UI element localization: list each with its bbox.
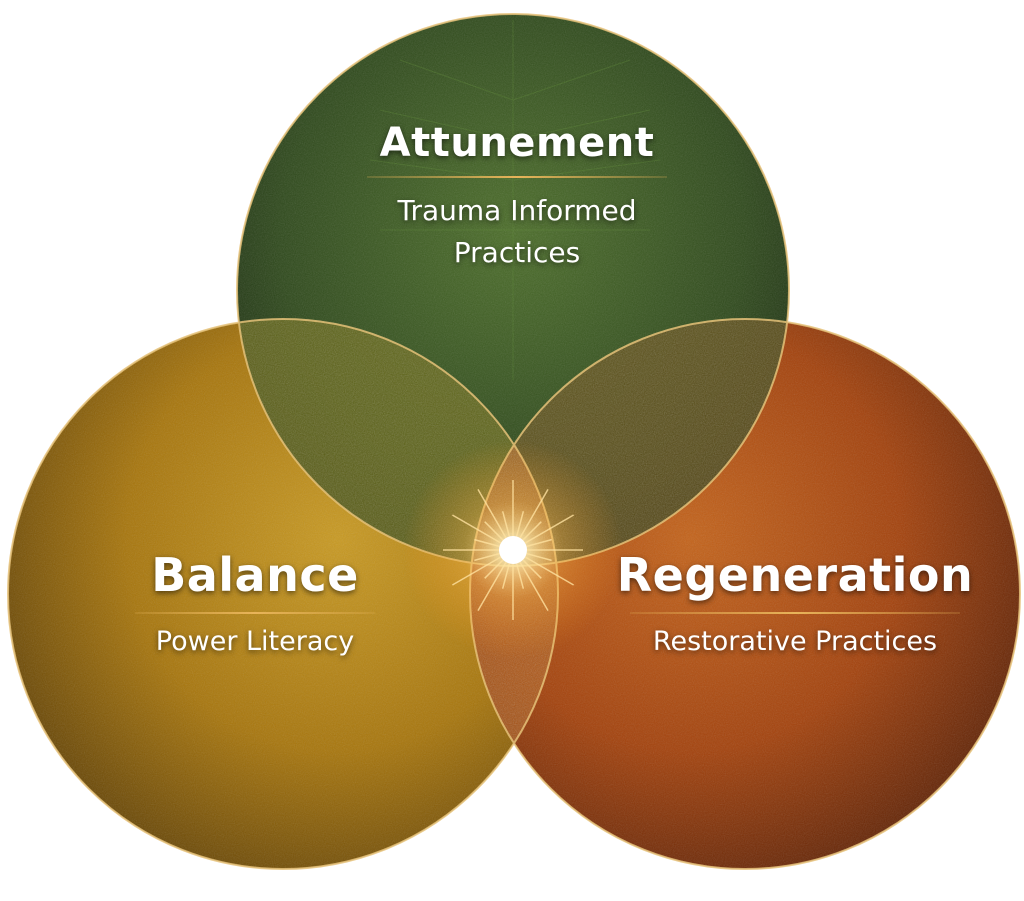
attunement-subtitle-line-1: Trauma Informed: [397, 194, 637, 227]
regeneration-subtitle: Restorative Practices: [652, 626, 938, 657]
attunement-title: Attunement: [379, 120, 655, 166]
attunement-subtitle-line-2: Practices: [453, 236, 581, 269]
balance-divider: [135, 612, 375, 614]
center-starburst: [403, 440, 623, 660]
label-balance: Balance Power Literacy: [110, 548, 400, 657]
regeneration-title: Regeneration: [616, 548, 974, 602]
label-attunement: Attunement Trauma Informed Practices: [327, 120, 707, 274]
balance-title: Balance: [151, 548, 359, 602]
attunement-subtitle: Trauma Informed Practices: [327, 190, 707, 274]
attunement-divider: [367, 176, 667, 178]
label-regeneration: Regeneration Restorative Practices: [600, 548, 990, 657]
regeneration-divider: [630, 612, 960, 614]
balance-subtitle: Power Literacy: [155, 626, 355, 657]
